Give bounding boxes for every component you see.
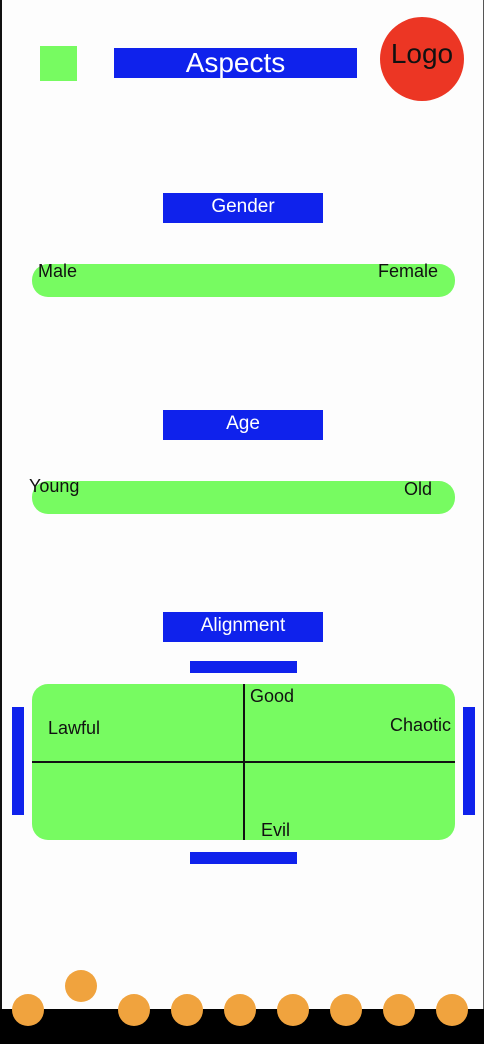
page-title: Aspects [114,48,357,78]
gender-left-label: Male [38,261,78,281]
dot-icon[interactable] [383,994,415,1026]
dot-icon[interactable] [171,994,203,1026]
dot-icon[interactable] [330,994,362,1026]
alignment-good-label: Good [250,686,295,706]
dot-icon[interactable] [118,994,150,1026]
alignment-horizontal-axis [32,761,455,763]
alignment-grid[interactable]: Good Lawful Chaotic Evil [32,684,455,840]
left-border [0,0,2,1044]
raised-dot-icon[interactable] [65,970,97,1002]
alignment-left-handle[interactable] [12,707,24,815]
dot-icon[interactable] [277,994,309,1026]
alignment-top-handle[interactable] [190,661,297,673]
dot-icon[interactable] [224,994,256,1026]
logo[interactable]: Logo [380,17,464,101]
dot-icon[interactable] [12,994,44,1026]
gender-section-label: Gender [163,193,323,223]
age-section-label: Age [163,410,323,440]
alignment-right-handle[interactable] [463,707,475,815]
gender-right-label: Female [377,261,438,281]
gender-slider[interactable]: Male Female [32,261,455,297]
age-left-label: Young [29,476,80,496]
alignment-bottom-handle[interactable] [190,852,297,864]
alignment-lawful-label: Lawful [48,718,101,738]
alignment-evil-label: Evil [261,820,291,840]
age-slider[interactable]: Young Old [29,476,455,514]
age-right-label: Old [403,479,432,499]
dot-icon[interactable] [436,994,468,1026]
menu-square-icon[interactable] [40,46,77,81]
alignment-section-label: Alignment [163,612,323,642]
alignment-chaotic-label: Chaotic [389,715,451,735]
